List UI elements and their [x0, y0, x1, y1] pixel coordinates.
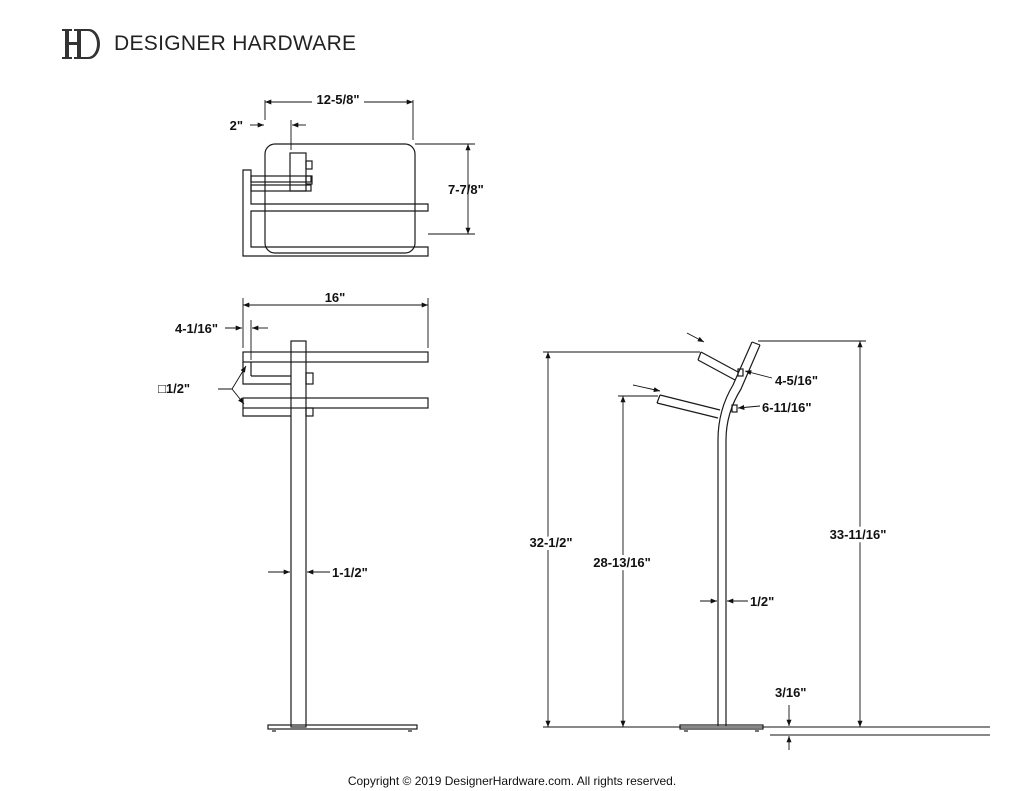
front-view-post	[290, 340, 307, 728]
top-view-dimensions	[250, 99, 475, 235]
side-view-lower-arm	[656, 394, 721, 419]
front-view-arm-offset-label: 4-1/16"	[175, 321, 218, 336]
top-view-width-label: 12-5/8"	[316, 92, 359, 107]
front-view	[242, 340, 429, 732]
side-view-lower-arm-label: 28-13/16"	[593, 555, 650, 570]
header: DESIGNER HARDWARE	[62, 24, 356, 64]
side-view-base-label: 3/16"	[775, 685, 806, 700]
top-view	[242, 143, 429, 257]
side-view	[656, 341, 764, 732]
front-view-dimensions	[218, 298, 429, 575]
front-view-post-label: 1-1/2"	[332, 565, 368, 580]
side-view-overall-low-label: 32-1/2"	[529, 535, 572, 550]
side-view-overall-high-label: 33-11/16"	[830, 527, 887, 542]
side-view-rod-left	[717, 341, 753, 726]
side-view-upper-arm-length-label: 4-5/16"	[775, 373, 818, 388]
top-view-post	[289, 152, 307, 192]
top-view-frame	[242, 169, 429, 257]
front-view-tube-label: □1/2"	[158, 381, 190, 396]
top-view-base-plate	[264, 143, 416, 254]
side-view-upper-arm	[697, 351, 739, 381]
side-view-rod-right	[725, 344, 761, 726]
top-view-depth-label: 7-7/8"	[448, 182, 484, 197]
front-view-base	[267, 724, 418, 730]
side-view-dimensions	[543, 332, 990, 750]
front-view-width-label: 16"	[325, 290, 346, 305]
brand-name: DESIGNER HARDWARE	[114, 32, 357, 55]
hd-monogram-icon	[62, 29, 100, 59]
side-view-rod-label: 1/2"	[750, 594, 774, 609]
top-view-offset-label: 2"	[230, 118, 243, 133]
side-view-lower-arm-length-label: 6-11/16"	[762, 400, 812, 415]
copyright-footer: Copyright © 2019 DesignerHardware.com. A…	[347, 774, 677, 788]
